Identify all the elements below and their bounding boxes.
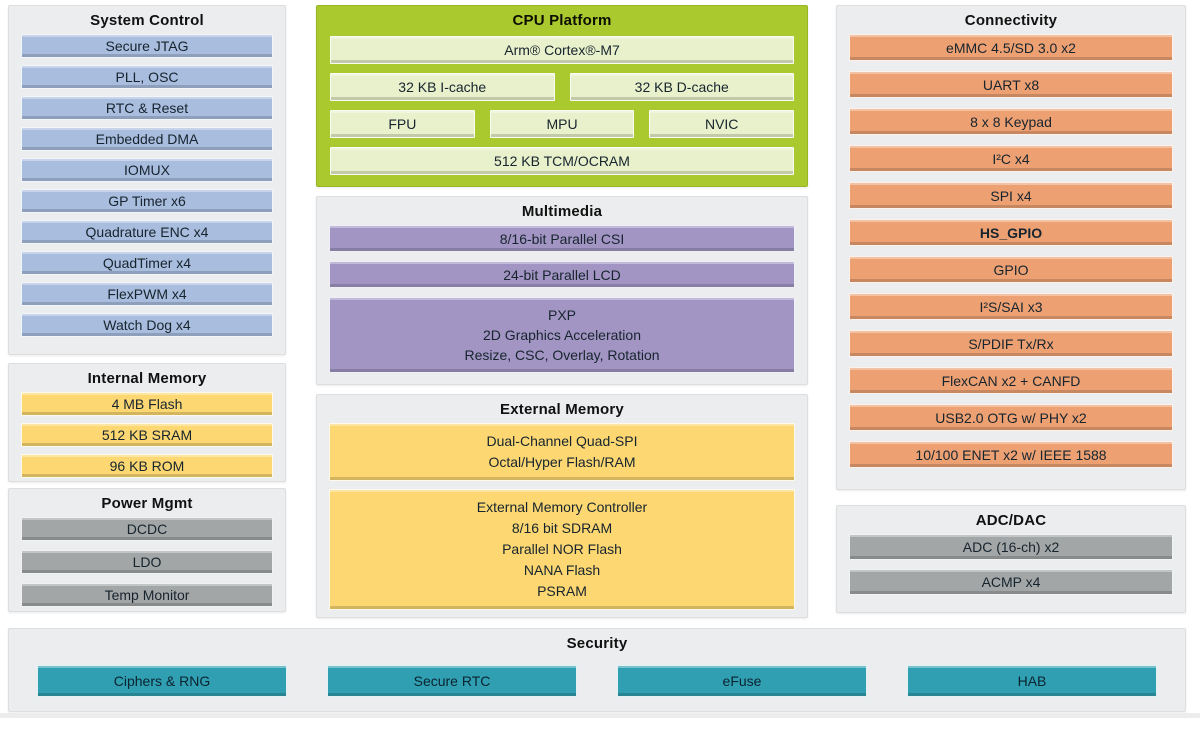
block-rtc-reset: RTC & Reset (21, 96, 273, 120)
power-mgmt-items: DCDC LDO Temp Monitor (9, 517, 285, 607)
power-mgmt-section: Power Mgmt DCDC LDO Temp Monitor (8, 488, 286, 612)
external-memory-section: External Memory Dual-Channel Quad-SPI Oc… (316, 394, 808, 618)
block-pxp: PXP 2D Graphics Acceleration Resize, CSC… (329, 297, 795, 373)
block-adc: ADC (16-ch) x2 (849, 534, 1173, 560)
power-mgmt-title: Power Mgmt (101, 495, 193, 512)
emc-line-3: Parallel NOR Flash (502, 541, 622, 557)
block-usb-otg: USB2.0 OTG w/ PHY x2 (849, 404, 1173, 431)
adc-dac-section: ADC/DAC ADC (16-ch) x2 ACMP x4 (836, 505, 1186, 613)
internal-memory-title: Internal Memory (87, 370, 207, 387)
multimedia-title: Multimedia (521, 203, 603, 220)
block-emmc-sd: eMMC 4.5/SD 3.0 x2 (849, 34, 1173, 61)
block-embedded-dma: Embedded DMA (21, 127, 273, 151)
block-spdif: S/PDIF Tx/Rx (849, 330, 1173, 357)
block-spi: SPI x4 (849, 182, 1173, 209)
block-ciphers-rng: Ciphers & RNG (37, 665, 287, 697)
block-ldo: LDO (21, 550, 273, 574)
emc-line-1: External Memory Controller (476, 499, 648, 515)
block-pll-osc: PLL, OSC (21, 65, 273, 89)
block-fpu: FPU (330, 110, 475, 138)
block-temp-monitor: Temp Monitor (21, 583, 273, 607)
block-quadtimer: QuadTimer x4 (21, 251, 273, 275)
external-memory-title: External Memory (500, 401, 624, 418)
block-secure-jtag: Secure JTAG (21, 34, 273, 58)
cpu-platform-section: CPU Platform Arm® Cortex®-M7 32 KB I-cac… (316, 5, 808, 187)
multimedia-section: Multimedia 8/16-bit Parallel CSI 24-bit … (316, 196, 808, 385)
block-parallel-lcd: 24-bit Parallel LCD (329, 261, 795, 288)
pxp-line-1: PXP (547, 307, 576, 323)
block-efuse: eFuse (617, 665, 867, 697)
emc-line-4: NANA Flash (523, 562, 601, 578)
adc-dac-items: ADC (16-ch) x2 ACMP x4 (837, 534, 1185, 595)
internal-memory-items: 4 MB Flash 512 KB SRAM 96 KB ROM (9, 392, 285, 478)
block-uart: UART x8 (849, 71, 1173, 98)
block-rom: 96 KB ROM (21, 454, 273, 478)
block-flexcan: FlexCAN x2 + CANFD (849, 367, 1173, 394)
adc-dac-title: ADC/DAC (975, 512, 1047, 529)
security-items: Ciphers & RNG Secure RTC eFuse HAB (9, 657, 1185, 697)
block-ext-mem-controller: External Memory Controller 8/16 bit SDRA… (329, 489, 795, 610)
system-control-title: System Control (90, 12, 204, 29)
block-i2s-sai: I²S/SAI x3 (849, 293, 1173, 320)
block-cortex-m7: Arm® Cortex®-M7 (330, 36, 794, 64)
block-gpio: GPIO (849, 256, 1173, 283)
cpu-platform-title: CPU Platform (512, 12, 612, 29)
multimedia-items: 8/16-bit Parallel CSI 24-bit Parallel LC… (317, 225, 807, 373)
quad-spi-line-1: Dual-Channel Quad-SPI (486, 433, 638, 449)
connectivity-section: Connectivity eMMC 4.5/SD 3.0 x2 UART x8 … (836, 5, 1186, 490)
block-dcdc: DCDC (21, 517, 273, 541)
block-gp-timer: GP Timer x6 (21, 189, 273, 213)
block-flexpwm: FlexPWM x4 (21, 282, 273, 306)
block-mpu: MPU (489, 110, 635, 138)
block-sram: 512 KB SRAM (21, 423, 273, 447)
block-icache: 32 KB I-cache (330, 73, 555, 101)
block-parallel-csi: 8/16-bit Parallel CSI (329, 225, 795, 252)
bottom-divider (0, 713, 1200, 718)
connectivity-title: Connectivity (964, 12, 1058, 29)
block-hs-gpio: HS_GPIO (849, 219, 1173, 246)
emc-line-2: 8/16 bit SDRAM (511, 520, 613, 536)
block-secure-rtc: Secure RTC (327, 665, 577, 697)
system-control-section: System Control Secure JTAG PLL, OSC RTC … (8, 5, 286, 355)
block-nvic: NVIC (649, 110, 795, 138)
block-acmp: ACMP x4 (849, 569, 1173, 595)
security-section: Security Ciphers & RNG Secure RTC eFuse … (8, 628, 1186, 712)
cpu-platform-body: Arm® Cortex®-M7 32 KB I-cache 32 KB D-ca… (317, 34, 807, 177)
pxp-line-3: Resize, CSC, Overlay, Rotation (464, 347, 660, 363)
block-dcache: 32 KB D-cache (569, 73, 794, 101)
internal-memory-section: Internal Memory 4 MB Flash 512 KB SRAM 9… (8, 363, 286, 482)
pxp-line-2: 2D Graphics Acceleration (483, 327, 641, 343)
block-watchdog: Watch Dog x4 (21, 313, 273, 337)
block-hab: HAB (907, 665, 1157, 697)
security-title: Security (566, 635, 628, 652)
quad-spi-line-2: Octal/Hyper Flash/RAM (488, 454, 636, 470)
block-flash: 4 MB Flash (21, 392, 273, 416)
external-memory-items: Dual-Channel Quad-SPI Octal/Hyper Flash/… (317, 423, 807, 610)
block-i2c: I²C x4 (849, 145, 1173, 172)
connectivity-items: eMMC 4.5/SD 3.0 x2 UART x8 8 x 8 Keypad … (837, 34, 1185, 468)
block-quad-spi: Dual-Channel Quad-SPI Octal/Hyper Flash/… (329, 423, 795, 481)
block-keypad: 8 x 8 Keypad (849, 108, 1173, 135)
system-control-items: Secure JTAG PLL, OSC RTC & Reset Embedde… (9, 34, 285, 337)
emc-line-5: PSRAM (537, 583, 587, 599)
block-quadrature-enc: Quadrature ENC x4 (21, 220, 273, 244)
block-enet: 10/100 ENET x2 w/ IEEE 1588 (849, 441, 1173, 468)
block-iomux: IOMUX (21, 158, 273, 182)
block-tcm-ocram: 512 KB TCM/OCRAM (330, 147, 794, 175)
